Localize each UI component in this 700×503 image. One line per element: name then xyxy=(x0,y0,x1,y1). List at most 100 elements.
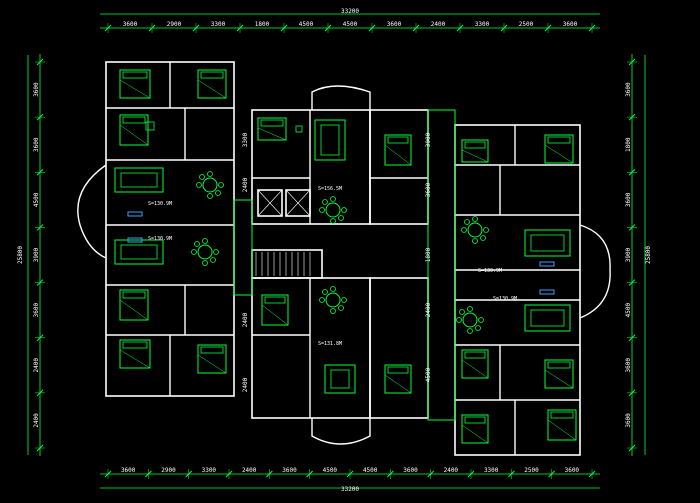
center-upper-outline xyxy=(251,109,371,225)
area-label: S=130.9M xyxy=(148,201,172,207)
chair-icon xyxy=(196,182,202,188)
chair-icon xyxy=(330,286,336,292)
chair-icon xyxy=(483,227,489,233)
coffee-table-icon xyxy=(120,172,158,188)
inner-dimension-label: 3300 xyxy=(242,132,249,147)
dining-table-icon xyxy=(202,177,218,193)
furniture-symbols xyxy=(114,69,577,444)
chair-icon xyxy=(194,241,200,247)
bed-icon xyxy=(544,359,574,389)
bed-cover-line xyxy=(261,304,289,326)
elevator-cross xyxy=(257,189,283,217)
sofa-icon xyxy=(114,167,164,193)
left-bay-window xyxy=(77,164,107,259)
coffee-table-icon xyxy=(320,124,340,156)
pillow-icon xyxy=(122,291,146,299)
inner-dimension-label: 2400 xyxy=(242,377,249,392)
bed-icon xyxy=(547,409,577,441)
overall-width-top: 33200 xyxy=(341,8,359,15)
pillow-icon xyxy=(547,136,571,144)
area-label: S=130.9M xyxy=(493,296,517,302)
right-dim-label: 3600 xyxy=(625,82,632,97)
bottom-dim-label: 4500 xyxy=(363,467,378,474)
chair-icon xyxy=(215,190,221,196)
right-dim-label: 1800 xyxy=(625,137,632,152)
bed-cover-line xyxy=(257,127,287,141)
area-label: S=130.9M xyxy=(478,268,502,274)
chair-icon xyxy=(218,182,224,188)
elevator-cross xyxy=(285,189,311,217)
right-dim-label: 3900 xyxy=(625,247,632,262)
coffee-table-icon xyxy=(530,309,565,327)
chair-icon xyxy=(145,121,155,131)
bed-icon xyxy=(119,339,151,369)
right-dim-label: 3600 xyxy=(625,358,632,373)
chair-icon xyxy=(456,317,462,323)
elevator-a xyxy=(257,189,283,217)
right-bay-window xyxy=(579,224,611,319)
chair-icon xyxy=(330,196,336,202)
area-label: S=131.8M xyxy=(318,341,342,347)
chair-icon xyxy=(213,249,219,255)
chair-icon xyxy=(207,171,213,177)
right-unit-outline xyxy=(454,124,581,456)
wall-outlines xyxy=(77,61,611,456)
bed-icon xyxy=(461,139,489,163)
pillow-icon xyxy=(200,71,224,79)
pillow-icon xyxy=(387,136,409,144)
bed-cover-line xyxy=(547,419,577,441)
top-dim-label: 2900 xyxy=(167,21,182,28)
overall-width-bottom: 33200 xyxy=(341,486,359,493)
bed-icon xyxy=(544,134,574,164)
chair-icon xyxy=(341,207,347,213)
inner-dimension-label: 3600 xyxy=(425,182,432,197)
left-dim-label: 2400 xyxy=(33,413,40,428)
pillow-icon xyxy=(122,341,148,349)
center-top-bay xyxy=(311,85,371,110)
inner-dimension-label: 1800 xyxy=(425,247,432,262)
pillow-icon xyxy=(464,351,486,359)
chair-icon xyxy=(341,297,347,303)
chair-icon xyxy=(472,238,478,244)
pillow-icon xyxy=(264,296,286,304)
right-dim-label: 3600 xyxy=(625,413,632,428)
chair-icon xyxy=(191,249,197,255)
chair-icon xyxy=(322,289,328,295)
center-lower-outline xyxy=(251,277,371,419)
bed-cover-line xyxy=(461,359,489,379)
stair-core xyxy=(251,249,323,279)
bed-icon xyxy=(384,364,412,394)
bed-cover-line xyxy=(197,354,227,374)
tv-cabinet-icon xyxy=(127,211,143,217)
corridor-outline xyxy=(427,109,456,421)
dining-table-icon xyxy=(467,222,483,238)
dining-table-icon xyxy=(197,244,213,260)
inner-dimension-label: 2400 xyxy=(425,302,432,317)
chair-icon xyxy=(210,257,216,263)
bed-icon xyxy=(461,414,489,444)
bed-cover-line xyxy=(119,124,149,146)
bottom-dim-label: 2500 xyxy=(524,467,539,474)
left-dim-label: 4500 xyxy=(33,192,40,207)
bed-icon xyxy=(257,117,287,141)
dining-table-icon xyxy=(462,312,478,328)
bed-icon xyxy=(197,344,227,374)
bed-icon xyxy=(119,289,149,321)
bed-icon xyxy=(197,69,227,99)
inner-dimension-label: 2400 xyxy=(242,177,249,192)
sofa-icon xyxy=(114,239,164,265)
chair-icon xyxy=(330,218,336,224)
pillow-icon xyxy=(122,116,146,124)
bed-cover-line xyxy=(119,299,149,321)
top-dim-label: 4500 xyxy=(343,21,358,28)
bottom-dim-label: 3600 xyxy=(121,467,136,474)
bottom-dim-label: 2900 xyxy=(161,467,176,474)
bed-cover-line xyxy=(544,369,574,389)
pillow-icon xyxy=(464,416,486,424)
chair-icon xyxy=(480,235,486,241)
left-dim-label: 2400 xyxy=(33,358,40,373)
top-dim-label: 3600 xyxy=(123,21,138,28)
